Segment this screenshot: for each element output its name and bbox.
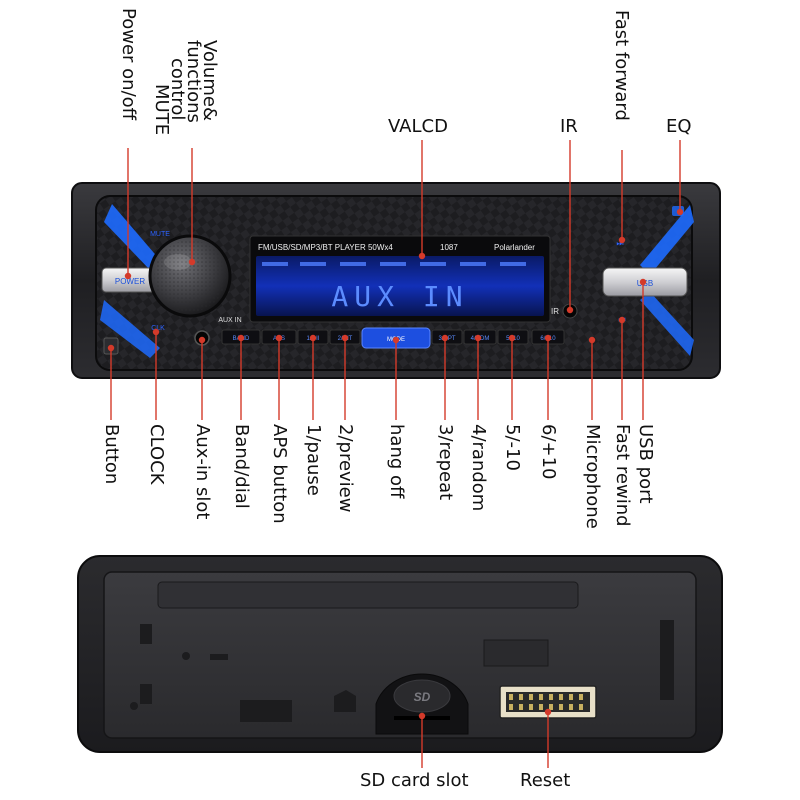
brand-text: Polarlander bbox=[494, 243, 535, 252]
label-6-plus10: 6/+10 bbox=[538, 424, 559, 480]
label-2-preview: 2/preview bbox=[335, 424, 356, 513]
label-aux-in-slot: Aux-in slot bbox=[192, 424, 213, 520]
label-hang-off: hang off bbox=[386, 424, 407, 499]
annotation-lines bbox=[107, 140, 684, 420]
reset-connector[interactable] bbox=[499, 685, 597, 719]
front-panel: POWER MUTE CLK AUX IN FM/USB/SD/MP3/BT P… bbox=[71, 182, 721, 379]
label-microphone: Microphone bbox=[582, 424, 603, 529]
model-text: FM/USB/SD/MP3/BT PLAYER 50Wx4 bbox=[258, 243, 393, 252]
label-button: Button bbox=[101, 424, 122, 485]
label-usb-port: USB port bbox=[635, 424, 656, 504]
power-button-label: POWER bbox=[115, 277, 145, 286]
fast-forward-icon[interactable]: ⏭ bbox=[616, 239, 623, 248]
label-3-repeat: 3/repeat bbox=[435, 424, 456, 501]
label-volume-line-4: MUTE bbox=[151, 84, 172, 136]
label-valcd: VALCD bbox=[388, 116, 448, 137]
label-fast-rewind: Fast rewind bbox=[612, 424, 633, 527]
label-clock: CLOCK bbox=[146, 424, 167, 485]
lcd-display-text: AUX IN bbox=[331, 280, 468, 313]
label-1-pause: 1/pause bbox=[303, 424, 324, 496]
back-plate: SD bbox=[77, 555, 723, 768]
label-power-on-off: Power on/off bbox=[118, 8, 139, 121]
label-5-minus10: 5/-10 bbox=[502, 424, 523, 471]
ir-window-label: IR bbox=[551, 307, 559, 316]
label-sd-card-slot: SD card slot bbox=[360, 770, 469, 791]
sd-logo: SD bbox=[414, 690, 431, 704]
clk-label: CLK bbox=[151, 325, 165, 332]
volume-knob[interactable] bbox=[148, 234, 232, 318]
model-number: 1087 bbox=[440, 243, 458, 252]
label-fast-forward: Fast forward bbox=[611, 10, 632, 121]
label-band-dial: Band/dial bbox=[231, 424, 252, 509]
label-4-random: 4/random bbox=[468, 424, 489, 512]
label-ir: IR bbox=[560, 116, 578, 137]
label-reset: Reset bbox=[520, 770, 571, 791]
mute-label: MUTE bbox=[150, 231, 170, 238]
label-aps-button: APS button bbox=[269, 424, 290, 524]
aux-in-label: AUX IN bbox=[218, 317, 241, 324]
label-eq: EQ bbox=[666, 116, 692, 137]
lcd-segments bbox=[262, 262, 526, 266]
lcd-screen bbox=[256, 256, 544, 316]
